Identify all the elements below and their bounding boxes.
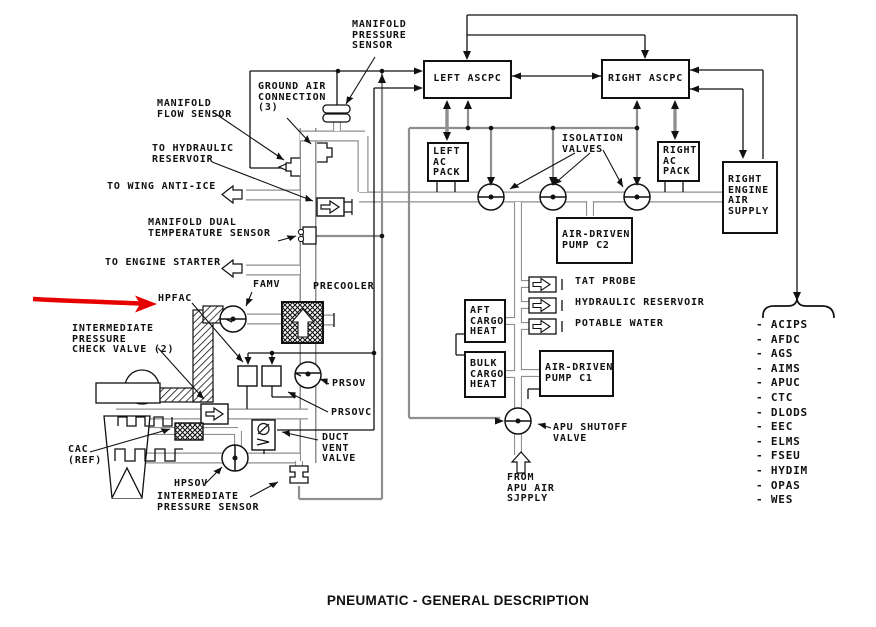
label-potable-water: POTABLE WATER bbox=[575, 318, 664, 329]
label-hpsov: HPSOV bbox=[174, 478, 209, 489]
prsov-symbol bbox=[294, 361, 322, 389]
label-precooler: PRECOOLER bbox=[313, 281, 375, 292]
cac-symbol bbox=[174, 422, 204, 441]
prsovc-box bbox=[261, 365, 282, 387]
system-list-item: EEC bbox=[756, 420, 808, 435]
precooler-symbol bbox=[281, 301, 335, 344]
label-duct-vent-valve: DUCT VENT VALVE bbox=[322, 432, 357, 465]
component-symbols bbox=[174, 104, 563, 484]
leader-arrowheads bbox=[160, 96, 623, 489]
manifold-dual-temperature-sensor-symbol bbox=[297, 226, 317, 245]
annotation-arrow bbox=[32, 295, 157, 313]
system-list: ACIPS AFDC AGS AIMS APUC CTC DLODS EEC E… bbox=[756, 318, 808, 508]
system-list-item: FSEU bbox=[756, 449, 808, 464]
label-prsovc: PRSOVC bbox=[331, 407, 372, 418]
system-list-item: AFDC bbox=[756, 333, 808, 348]
from-apu-air-arrow bbox=[510, 451, 532, 474]
duct-vent-valve-symbol bbox=[251, 419, 276, 451]
famv-symbol bbox=[219, 305, 247, 333]
isolation-valve-1 bbox=[477, 183, 505, 211]
label-from-apu-air-supply: FROM APU AIR SJPPLY bbox=[507, 472, 555, 505]
system-list-item: AIMS bbox=[756, 362, 808, 377]
diagram-title: PNEUMATIC - GENERAL DESCRIPTION bbox=[326, 593, 590, 608]
label-to-wing-anti-ice: TO WING ANTI-ICE bbox=[107, 181, 217, 192]
system-list-item: HYDIM bbox=[756, 464, 808, 479]
bulk-cargo-heat-box: BULK CARGO HEAT bbox=[464, 351, 506, 398]
system-list-item: ACIPS bbox=[756, 318, 808, 333]
label-tat-probe: TAT PROBE bbox=[575, 276, 637, 287]
label-manifold-dual-temperature-sensor: MANIFOLD DUAL TEMPERATURE SENSOR bbox=[148, 217, 271, 239]
manifold-flow-sensor-symbol bbox=[285, 157, 300, 177]
aft-cargo-heat-box: AFT CARGO HEAT bbox=[464, 299, 506, 343]
check-valve-symbol bbox=[200, 403, 229, 425]
right-engine-air-supply-box: RIGHT ENGINE AIR SUPPLY bbox=[722, 161, 778, 234]
label-manifold-flow-sensor: MANIFOLD FLOW SENSOR bbox=[157, 98, 233, 120]
label-hydraulic-reservoir: HYDRAULIC RESERVOIR bbox=[575, 297, 705, 308]
to-wing-anti-ice-arrow bbox=[221, 184, 243, 205]
hpsov-symbol bbox=[221, 444, 249, 472]
system-list-brace bbox=[762, 298, 835, 319]
manifold-pressure-sensor-symbol bbox=[322, 104, 351, 123]
isolation-valve-3 bbox=[623, 183, 651, 211]
hpfac-box bbox=[237, 365, 258, 387]
system-list-item: APUC bbox=[756, 376, 808, 391]
left-ac-pack-box: LEFT AC PACK bbox=[427, 142, 469, 182]
right-ac-pack-box: RIGHT AC PACK bbox=[657, 141, 700, 182]
label-hpfac: HPFAC bbox=[158, 293, 193, 304]
hatched-duct bbox=[159, 305, 224, 403]
label-to-engine-starter: TO ENGINE STARTER bbox=[105, 257, 221, 268]
black-control-lines bbox=[246, 14, 798, 454]
left-ascpc-box: LEFT ASCPC bbox=[423, 60, 512, 99]
label-famv: FAMV bbox=[253, 279, 281, 290]
system-list-item: OPAS bbox=[756, 479, 808, 494]
junction-dots bbox=[269, 68, 640, 356]
label-cac-ref: CAC (REF) bbox=[68, 444, 103, 466]
label-prsov: PRSOV bbox=[332, 378, 367, 389]
arrowheads bbox=[244, 50, 801, 425]
system-list-item: AGS bbox=[756, 347, 808, 362]
air-driven-pump-c1-box: AIR-DRIVEN PUMP C1 bbox=[539, 350, 614, 397]
hydraulic-takeoff-valve bbox=[316, 197, 353, 217]
service-takeoff-valves bbox=[528, 276, 563, 335]
label-intermediate-pressure-sensor: INTERMEDIATE PRESSURE SENSOR bbox=[157, 491, 260, 513]
system-list-item: ELMS bbox=[756, 435, 808, 450]
system-list-item: WES bbox=[756, 493, 808, 508]
main-ducts bbox=[116, 121, 722, 467]
label-ground-air-connection: GROUND AIR CONNECTION (3) bbox=[258, 81, 327, 114]
to-engine-starter-arrow bbox=[221, 258, 243, 279]
label-intermediate-pressure-check-valve: INTERMEDIATE PRESSURE CHECK VALVE (2) bbox=[72, 323, 175, 356]
engine-outline bbox=[95, 369, 183, 499]
air-driven-pump-c2-box: AIR-DRIVEN PUMP C2 bbox=[556, 217, 633, 264]
label-isolation-valves: ISOLATION VALVES bbox=[562, 133, 624, 155]
system-list-item: DLODS bbox=[756, 406, 808, 421]
label-apu-shutoff-valve: APU SHUTOFF VALVE bbox=[553, 422, 629, 444]
apu-shutoff-valve-symbol bbox=[504, 407, 532, 435]
label-to-hydraulic-reservoir: TO HYDRAULIC RESERVOIR bbox=[152, 143, 234, 165]
intermediate-pressure-sensor-symbol bbox=[289, 465, 309, 484]
isolation-valve-2 bbox=[539, 183, 567, 211]
right-ascpc-box: RIGHT ASCPC bbox=[601, 59, 690, 99]
label-manifold-pressure-sensor: MANIFOLD PRESSURE SENSOR bbox=[352, 19, 407, 52]
system-list-item: CTC bbox=[756, 391, 808, 406]
ground-air-connection-port bbox=[317, 142, 333, 163]
valves bbox=[219, 183, 651, 472]
